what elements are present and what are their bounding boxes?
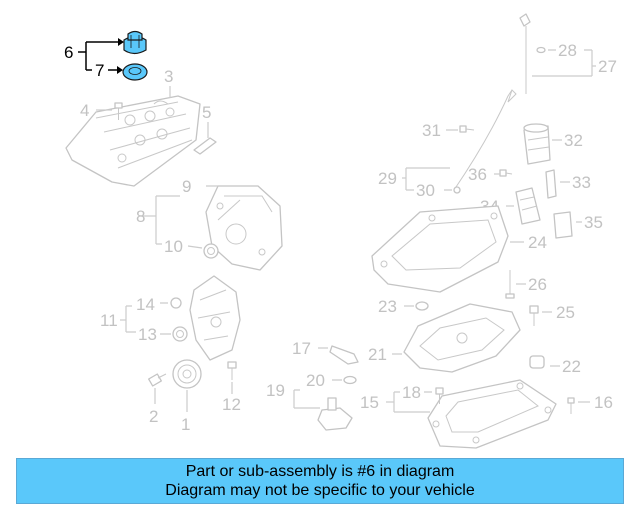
callout-16: 16 [594, 393, 613, 412]
callout-4: 4 [80, 101, 89, 120]
callout-20: 20 [306, 371, 325, 390]
callout-18: 18 [402, 383, 421, 402]
banner-line-2: Diagram may not be specific to your vehi… [165, 482, 475, 499]
callout-28: 28 [558, 41, 577, 60]
callout-35: 35 [584, 213, 603, 232]
callout-17: 17 [292, 339, 311, 358]
info-banner: Part or sub-assembly is #6 in diagram Di… [16, 458, 624, 504]
part-9-timing-cover[interactable] [205, 185, 283, 271]
part-32-oil-filter[interactable] [523, 123, 551, 165]
part-33-sensor[interactable] [545, 169, 557, 199]
part-23-seal[interactable] [415, 301, 429, 311]
part-28-dipstick-seal[interactable] [536, 46, 546, 54]
part-17-pickup-tube[interactable] [329, 345, 359, 365]
part-18-bolt[interactable] [435, 387, 444, 404]
callout-2: 2 [149, 407, 158, 426]
part-16-bolt[interactable] [567, 397, 575, 414]
callout-13: 13 [138, 325, 157, 344]
part-5-bracket[interactable] [193, 137, 217, 155]
callout-23: 23 [378, 297, 397, 316]
callout-3: 3 [164, 67, 173, 86]
part-20-seal[interactable] [343, 375, 357, 385]
part-10-seal[interactable] [203, 243, 219, 259]
callout-36: 36 [468, 165, 487, 184]
part-15-lower-oil-pan[interactable] [427, 379, 557, 449]
part-27-dipstick[interactable] [519, 13, 531, 94]
callout-12: 12 [222, 395, 241, 414]
callout-1: 1 [181, 415, 190, 434]
part-26-stud[interactable] [505, 270, 515, 299]
part-11-lower-timing-cover[interactable] [189, 275, 241, 361]
callout-25: 25 [556, 303, 575, 322]
part-13-seal[interactable] [172, 326, 188, 342]
part-22-drain-plug[interactable] [529, 355, 545, 369]
part-34-oil-cooler[interactable] [515, 187, 541, 225]
callout-5: 5 [202, 103, 211, 122]
parts-diagram: 6 7 3 4 5 8 9 10 [64, 13, 617, 449]
part-31-bolt[interactable] [459, 125, 475, 133]
callout-6-leader [78, 38, 124, 74]
part-19-oil-level-sensor[interactable] [317, 397, 353, 431]
callout-19: 19 [266, 381, 285, 400]
callout-27: 27 [598, 57, 617, 76]
part-14-bolt[interactable] [170, 297, 182, 309]
callout-10: 10 [164, 237, 183, 256]
part-24-upper-oil-pan[interactable] [371, 205, 509, 293]
part-4-bolt[interactable] [114, 102, 123, 120]
callout-33: 33 [572, 173, 591, 192]
part-1-crank-pulley[interactable] [172, 359, 202, 389]
callout-21: 21 [368, 345, 387, 364]
part-30-seal[interactable] [453, 186, 461, 194]
callout-22: 22 [562, 357, 581, 376]
callout-24: 24 [528, 233, 547, 252]
part-2-bolt[interactable] [148, 373, 167, 387]
part-36-bolt[interactable] [499, 169, 513, 177]
callout-15: 15 [360, 393, 379, 412]
banner-line-1: Part or sub-assembly is #6 in diagram [185, 463, 455, 480]
callout-26: 26 [528, 275, 547, 294]
callout-31: 31 [422, 121, 441, 140]
callout-6: 6 [64, 43, 73, 62]
callout-7: 7 [95, 61, 104, 80]
callout-32: 32 [564, 131, 583, 150]
part-21-oil-pump[interactable] [403, 303, 521, 373]
part-3-valve-cover[interactable] [65, 95, 201, 187]
callout-29: 29 [378, 169, 397, 188]
part-35-gasket[interactable] [553, 211, 573, 239]
part-6-oil-filler-cap[interactable] [123, 30, 147, 55]
part-29-dipstick-tube[interactable] [453, 89, 517, 191]
part-12-bolt[interactable] [227, 361, 237, 380]
part-7-filler-cap-seal[interactable] [122, 63, 148, 81]
callout-14: 14 [136, 295, 155, 314]
callout-8: 8 [136, 207, 145, 226]
part-25-bolt[interactable] [529, 305, 539, 326]
callout-9: 9 [182, 177, 191, 196]
callout-30: 30 [416, 181, 435, 200]
callout-11: 11 [100, 311, 118, 330]
